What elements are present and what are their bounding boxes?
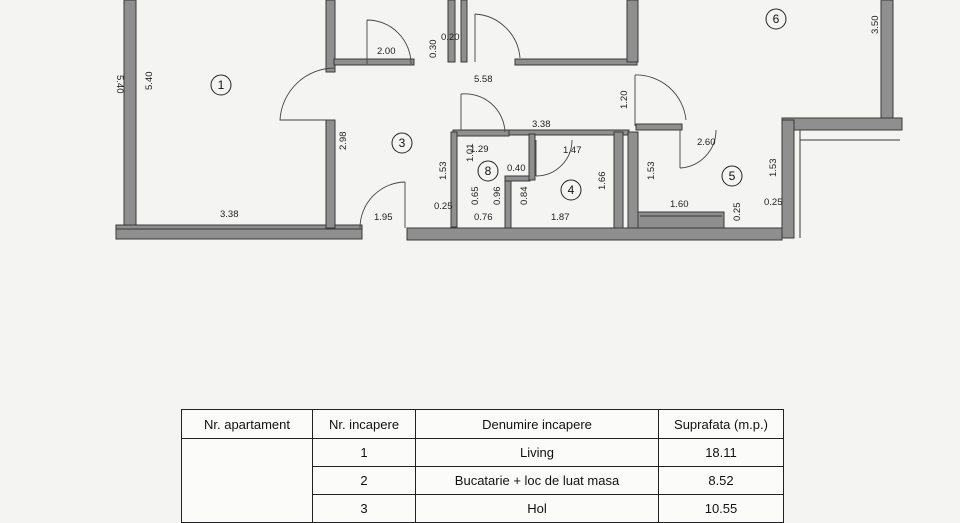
wall-living-hall — [325, 0, 336, 73]
dim-label: 0.76 — [474, 212, 493, 223]
wall-bath4-right — [613, 131, 624, 229]
room-number: 8 — [485, 164, 492, 178]
col-header: Nr. incapere — [312, 409, 416, 439]
dim-label: 1.53 — [646, 162, 657, 181]
apartment-cell — [181, 438, 313, 523]
dim-label: 1.47 — [563, 145, 582, 156]
dim-label: 5.40 — [114, 75, 125, 94]
doors — [279, 13, 717, 229]
dim-label: 0.20 — [441, 32, 460, 43]
room-area-cell: 8.52 — [658, 466, 784, 495]
dim-label: 0.25 — [764, 197, 783, 208]
wall-bath8-left — [450, 131, 458, 228]
dim-label: 5.58 — [474, 74, 493, 85]
room-area-cell: 18.11 — [658, 438, 784, 467]
dim-label: 1.95 — [374, 212, 393, 223]
dimension-labels: 5.40 5.40 2.00 0.30 0.20 5.58 3.50 3.38 … — [114, 16, 881, 224]
dim-label: 1.01 — [465, 144, 476, 163]
dim-label: 0.30 — [428, 40, 439, 59]
wall-room5-top — [635, 123, 683, 131]
dim-label: 1.60 — [670, 199, 689, 210]
dim-label: 5.40 — [144, 72, 155, 91]
dim-label: 1.53 — [768, 159, 779, 178]
floor-plan: 1 3 4 5 6 8 5.40 5.40 2.00 0.30 0.20 5.5… — [114, 0, 903, 241]
dim-label: 1.66 — [597, 172, 608, 191]
dim-label: 1.20 — [619, 91, 630, 110]
room-number: 4 — [568, 183, 575, 197]
room-name-cell: Bucatarie + loc de luat masa — [415, 466, 659, 495]
room-number: 6 — [773, 12, 780, 26]
dim-label: 1.87 — [551, 212, 570, 223]
col-header: Suprafata (m.p.) — [658, 409, 784, 439]
wall-bath4-left — [528, 133, 536, 181]
col-header: Nr. apartament — [181, 409, 313, 439]
door-living — [279, 67, 336, 121]
room-area-table: Nr. apartament Nr. incapere Denumire inc… — [181, 409, 784, 523]
dim-label: 3.50 — [870, 16, 881, 35]
dim-label: 3.38 — [220, 209, 239, 220]
dim-label: 2.00 — [377, 46, 396, 57]
dim-label: 0.84 — [519, 187, 530, 206]
dim-label: 1.53 — [438, 162, 449, 181]
wall-room5-sill — [637, 211, 725, 229]
dim-label: 0.40 — [507, 163, 526, 174]
table-header-row: Nr. apartament Nr. incapere Denumire inc… — [181, 409, 784, 439]
wall-room6-left — [626, 0, 639, 63]
left-outer-wall — [123, 0, 137, 231]
wall-right-lower — [781, 119, 795, 239]
wall-bath8-right — [504, 177, 512, 229]
dim-label: 2.60 — [697, 137, 716, 148]
wall-bath8-step — [504, 175, 531, 182]
table-row: 1 Living 18.11 — [181, 438, 784, 523]
room-number: 1 — [218, 78, 225, 92]
wall-kitchen-top — [333, 58, 415, 66]
wall-right-step — [781, 117, 903, 131]
dim-label: 0.96 — [492, 187, 503, 206]
room-name-cell: Living — [415, 438, 659, 467]
room-nr-cell: 2 — [312, 466, 416, 495]
room-number: 5 — [729, 169, 736, 183]
wall-living-hall-lower — [325, 119, 336, 229]
dim-label: 1.29 — [470, 144, 489, 155]
room-nr-cell: 1 — [312, 438, 416, 467]
dim-label: 0.65 — [470, 187, 481, 206]
dim-label: 3.38 — [532, 119, 551, 130]
room-markers: 1 3 4 5 6 8 — [210, 8, 787, 201]
bottom-wall-right — [406, 227, 783, 241]
bottom-wall-left — [115, 224, 363, 240]
col-header: Denumire incapere — [415, 409, 659, 439]
dim-label: 0.25 — [434, 201, 453, 212]
wall-right-outer — [880, 0, 894, 119]
room-name-cell: Hol — [415, 494, 659, 523]
wall-center-top — [447, 0, 456, 63]
room-area-cell: 10.55 — [658, 494, 784, 523]
wall-room5-left — [627, 131, 639, 229]
dim-label: 2.98 — [338, 132, 349, 151]
room-nr-cell: 3 — [312, 494, 416, 523]
room-number: 3 — [399, 136, 406, 150]
table-row: 2 Bucatarie + loc de luat masa 8.52 — [182, 466, 784, 495]
wall-hall-top-right — [514, 58, 638, 66]
wall-hall-bath-top — [452, 129, 510, 137]
wall-center-top-b — [460, 0, 468, 63]
wall-hall-bath-top-b — [508, 129, 630, 136]
dim-label: 0.25 — [732, 203, 743, 222]
